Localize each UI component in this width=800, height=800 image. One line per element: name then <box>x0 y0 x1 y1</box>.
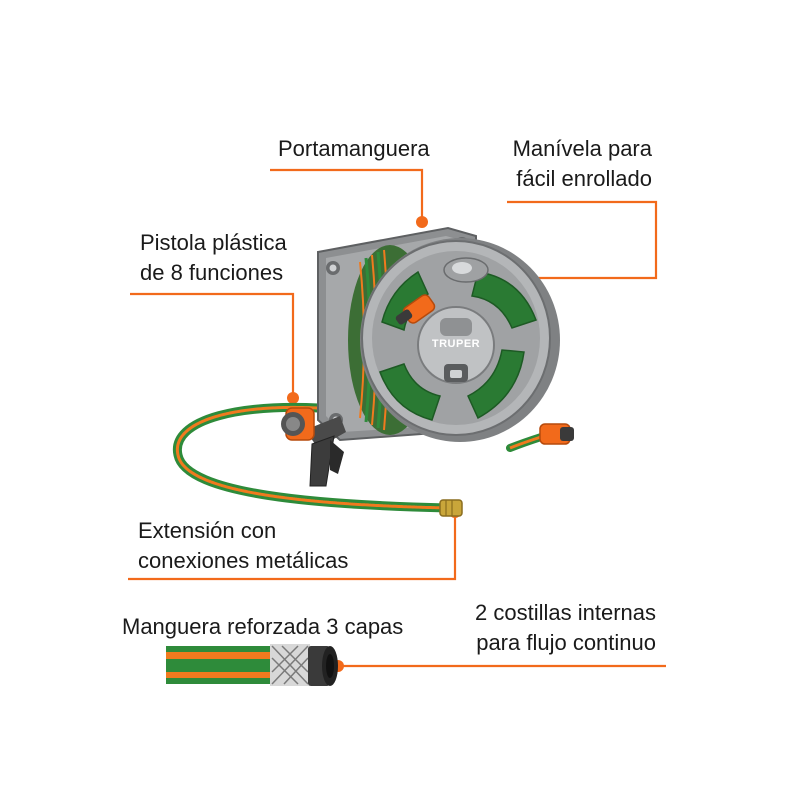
callout-line-pistola <box>130 292 295 398</box>
label-costillas-line1: 2 costillas internas <box>475 600 656 625</box>
callout-dot-pistola <box>287 392 299 404</box>
quick-connector <box>539 423 574 445</box>
hose-cross-section <box>166 644 338 686</box>
label-manivela-line1: Manívela para <box>512 136 652 161</box>
callout-line-extension <box>128 514 457 581</box>
label-pistola-line2: de 8 funciones <box>140 260 284 285</box>
crank-handle <box>443 257 489 283</box>
label-manivela-line2: fácil enrollado <box>516 166 652 191</box>
label-portamanguera: Portamanguera <box>278 136 430 161</box>
brand-logo: TRUPER <box>432 338 480 350</box>
label-pistola-line1: Pistola plástica <box>140 230 287 255</box>
reel-front-disc <box>360 238 560 442</box>
extension-hose <box>172 402 574 517</box>
callout-dot-portamanguera <box>416 216 428 228</box>
callout-line-portamanguera <box>270 168 424 220</box>
label-manguera: Manguera reforzada 3 capas <box>122 614 404 639</box>
brass-coupling <box>439 499 463 517</box>
reel-windows <box>379 270 537 421</box>
label-extension-line1: Extensión con <box>138 518 277 543</box>
label-extension-line2: conexiones metálicas <box>138 548 349 573</box>
callout-line-manivela <box>507 200 658 280</box>
label-costillas-line2: para flujo continuo <box>476 630 656 655</box>
nozzle-holder <box>395 294 436 325</box>
callout-lines <box>128 168 666 668</box>
spray-pistol <box>281 407 346 487</box>
